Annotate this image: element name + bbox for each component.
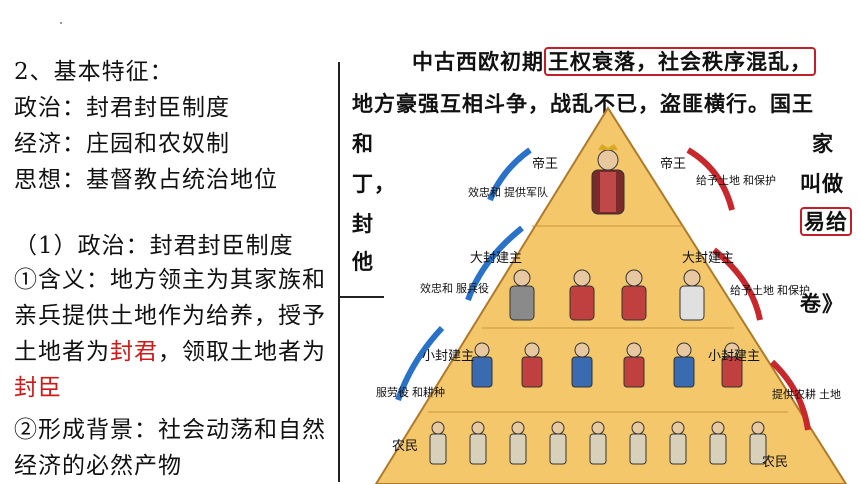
passage-line-3a: 和 bbox=[352, 131, 374, 156]
meaning-text: 土地者为 bbox=[14, 339, 110, 365]
passage-line-2: 地方豪强互相斗争，战乱不已，盗匪横行。国王 bbox=[352, 91, 814, 116]
label-small-lord-right: 小封建主 bbox=[708, 348, 760, 363]
big-lord-figures bbox=[509, 269, 705, 321]
emperor-figure bbox=[591, 144, 625, 215]
label-down-2: 给予土地 和保护 bbox=[730, 283, 810, 297]
decorative-dot bbox=[60, 22, 62, 24]
economy-line: 经济：庄园和农奴制 bbox=[14, 131, 230, 157]
background-line-2: 经济的必然产物 bbox=[14, 453, 182, 479]
vassal-term: 封臣 bbox=[14, 375, 62, 401]
peasant-figures bbox=[429, 421, 767, 465]
meaning-line-2: 亲兵提供土地作为给养，授予 bbox=[14, 303, 326, 329]
thought-line: 思想：基督教占统治地位 bbox=[14, 167, 278, 193]
label-emperor-right: 帝王 bbox=[660, 156, 686, 171]
vertical-divider bbox=[338, 62, 340, 482]
highlight-box-2: 易给 bbox=[800, 207, 852, 236]
horizontal-divider bbox=[338, 296, 384, 298]
label-big-lord-left: 大封建主 bbox=[470, 250, 522, 265]
background-line-1: ②形成背景：社会动荡和自然 bbox=[14, 417, 326, 443]
up-arrow-3 bbox=[487, 147, 532, 202]
label-small-lord-left: 小封建主 bbox=[422, 348, 474, 363]
heading: 2、基本特征： bbox=[14, 59, 174, 85]
label-down-1: 给予土地 和保护 bbox=[696, 173, 776, 187]
up-arrow-1 bbox=[395, 325, 445, 401]
label-big-lord-right: 大封建主 bbox=[682, 250, 734, 265]
down-arrow-2 bbox=[712, 247, 763, 321]
small-lord-figures bbox=[471, 342, 743, 388]
meaning-line-3: 土地者为封君，领取土地者为 bbox=[14, 332, 326, 366]
label-up-3: 服劳役 和耕种 bbox=[376, 385, 445, 399]
passage-line-5b: 易给 bbox=[800, 206, 852, 236]
down-arrow-3 bbox=[769, 359, 811, 431]
label-up-1: 效忠和 提供军队 bbox=[468, 185, 548, 199]
label-down-3: 提供农耕 土地 bbox=[772, 387, 841, 401]
highlight-box: 王权衰落，社会秩序混乱， bbox=[544, 47, 816, 76]
passage-line-5a: 封 bbox=[352, 211, 374, 236]
feudal-pyramid-image: 帝王 帝王 大封建主 大封建主 小封建主 小封建主 农民 农民 效忠和 提供军队… bbox=[374, 106, 848, 484]
passage-text: 中古西欧初期 bbox=[412, 49, 544, 74]
source-citation: 卷》 bbox=[800, 291, 844, 316]
pyramid-triangle bbox=[374, 106, 848, 484]
meaning-text-2: ，领取土地者为 bbox=[158, 339, 326, 365]
label-emperor-left: 帝王 bbox=[532, 156, 558, 171]
passage-line-4b: 叫做 bbox=[800, 171, 844, 196]
down-arrow-1 bbox=[686, 147, 735, 211]
meaning-line-1: ①含义：地方领主为其家族和 bbox=[14, 267, 326, 293]
lord-term: 封君 bbox=[110, 339, 158, 365]
label-peasant-right: 农民 bbox=[762, 454, 788, 469]
passage-line-1: 中古西欧初期王权衰落，社会秩序混乱， bbox=[412, 46, 816, 76]
up-arrow-2 bbox=[465, 225, 524, 302]
label-peasant-left: 农民 bbox=[392, 438, 418, 453]
section-title: （1）政治：封君封臣制度 bbox=[14, 233, 294, 259]
passage-line-4a: 丁， bbox=[352, 171, 396, 196]
label-up-2: 效忠和 服兵役 bbox=[420, 281, 489, 295]
politics-line: 政治：封君封臣制度 bbox=[14, 95, 230, 121]
passage-line-6a: 他 bbox=[352, 249, 374, 274]
passage-line-3b: 家 bbox=[812, 131, 834, 156]
